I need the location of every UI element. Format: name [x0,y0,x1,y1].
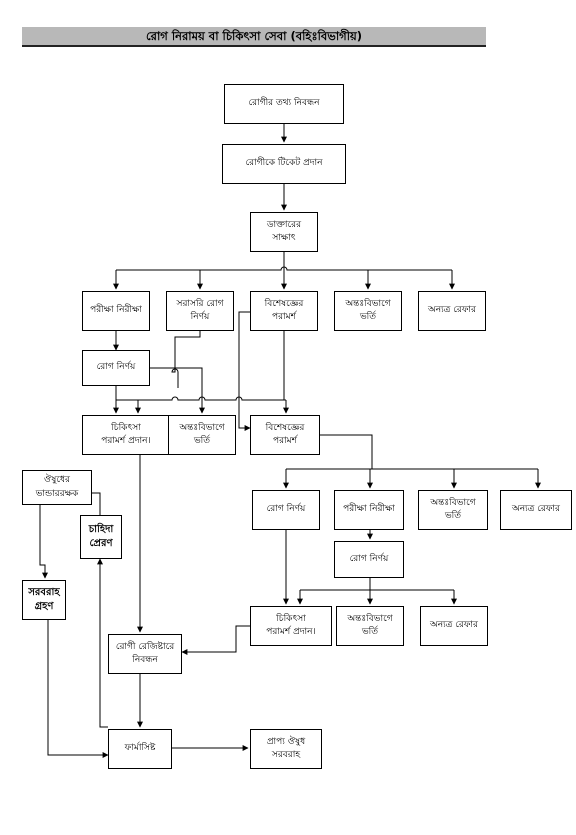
connector-direct-diag-route [171,331,201,388]
node-treatment1: চিকিৎসা পরামর্শ প্রদান। [82,415,170,455]
node-direct-diag: সরাসরি রোগ নির্ণয় [166,291,234,331]
arrow-diag1-admit2 [150,367,205,414]
node-refer3: অন্যত্র রেফার [420,606,488,646]
node-test1: পরীক্ষা নিরীক্ষা [82,291,150,331]
connector-branch-bus [116,266,452,271]
node-ticket: রোগীকে টিকেট প্রদান [222,144,346,184]
arrow-treatment2-register [181,625,250,655]
node-admit1: অন্তঃবিভাগে ভর্তি [334,291,402,331]
node-refer2: অন্যত্র রেফার [500,490,572,530]
node-diag2: রোগ নির্ণয় [252,490,320,530]
node-refer1: অন্যত্র রেফার [418,291,486,331]
node-demand: চাহিদা প্রেরণ [80,515,122,559]
node-doctor: ডাক্তারের সাক্ষাৎ [250,212,318,252]
arrow-supply-pharmacist [47,620,109,758]
connector-specialist2-right [320,434,373,469]
node-medicine-supply: প্রাপ্য ঔষুধ সরবরাহ [250,729,322,769]
node-supply-receive: সরবরাহ গ্রহণ [22,580,66,620]
node-treatment2: চিকিৎসা পরামর্শ প্রদান। [250,606,332,646]
connector-second-bus [116,396,286,401]
connector-specialist1-loop [238,311,251,431]
node-pharmacist: ফার্মাসিষ্ট [108,729,172,769]
node-admit2: অন্তঃবিভাগে ভর্তি [168,415,236,455]
node-specialist1: বিশেষজ্ঞের পরামর্শ [250,291,318,331]
node-test2: পরীক্ষা নিরীক্ষা [334,490,404,530]
node-register: রোগী রেজিষ্টারে নিবন্ধন [108,634,182,674]
node-registration: রোগীর তথ্য নিবন্ধন [224,84,344,124]
node-diag1: রোগ নির্ণয় [82,350,150,386]
node-storekeeper: ঔষুধের ভান্ডাররক্ষক [22,470,92,505]
node-specialist2: বিশেষজ্ঞের পরামর্শ [250,415,320,455]
arrow-storekeeper-supply [39,505,48,579]
title-bar: রোগ নিরাময় বা চিকিৎসা সেবা (বহিঃবিভাগীয… [22,27,486,47]
node-diag3: রোগ নির্ণয় [334,541,404,578]
page-title: রোগ নিরাময় বা চিকিৎসা সেবা (বহিঃবিভাগীয… [145,29,363,43]
arrow-pharmacist-demand [97,558,108,728]
node-admit3: অন্তঃবিভাগে ভর্তি [418,490,488,530]
node-admit4: অন্তঃবিভাগে ভর্তি [336,606,404,646]
